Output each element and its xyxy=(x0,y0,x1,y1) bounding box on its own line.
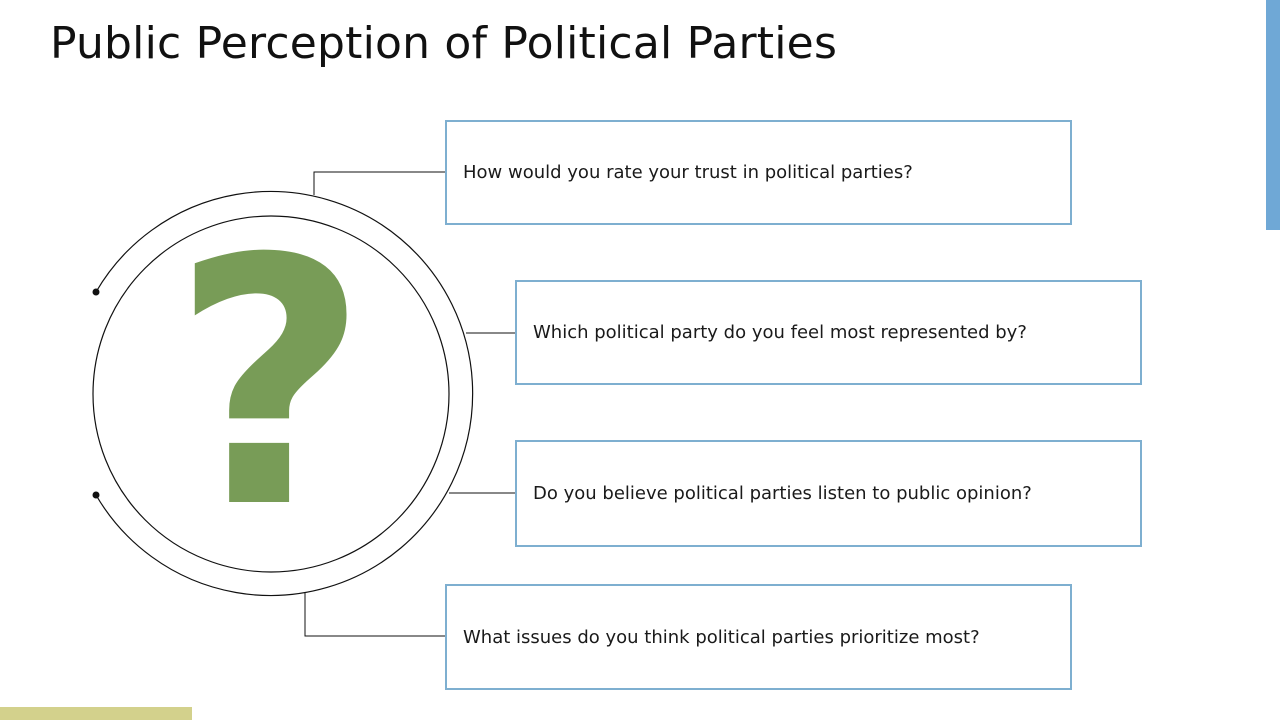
question-mark-icon: ? xyxy=(171,187,369,583)
slide-title: Public Perception of Political Parties xyxy=(50,18,838,69)
question-box-2: Which political party do you feel most r… xyxy=(515,280,1142,385)
arc-end-dot-top xyxy=(92,288,100,296)
question-text-1: How would you rate your trust in politic… xyxy=(463,162,913,183)
inner-ring xyxy=(92,215,450,573)
question-text-3: Do you believe political parties listen … xyxy=(533,483,1032,504)
question-box-1: How would you rate your trust in politic… xyxy=(445,120,1072,225)
question-text-2: Which political party do you feel most r… xyxy=(533,322,1027,343)
question-text-4: What issues do you think political parti… xyxy=(463,626,980,648)
accent-bar-bottom xyxy=(0,707,192,720)
question-box-3: Do you believe political parties listen … xyxy=(515,440,1142,547)
connector-4 xyxy=(304,593,445,637)
arc-end-dot-bottom xyxy=(92,491,100,499)
connector-1 xyxy=(313,171,445,195)
outer-ring-arc xyxy=(95,190,474,597)
question-box-4: What issues do you think political parti… xyxy=(445,584,1072,690)
accent-bar-right xyxy=(1266,0,1280,230)
